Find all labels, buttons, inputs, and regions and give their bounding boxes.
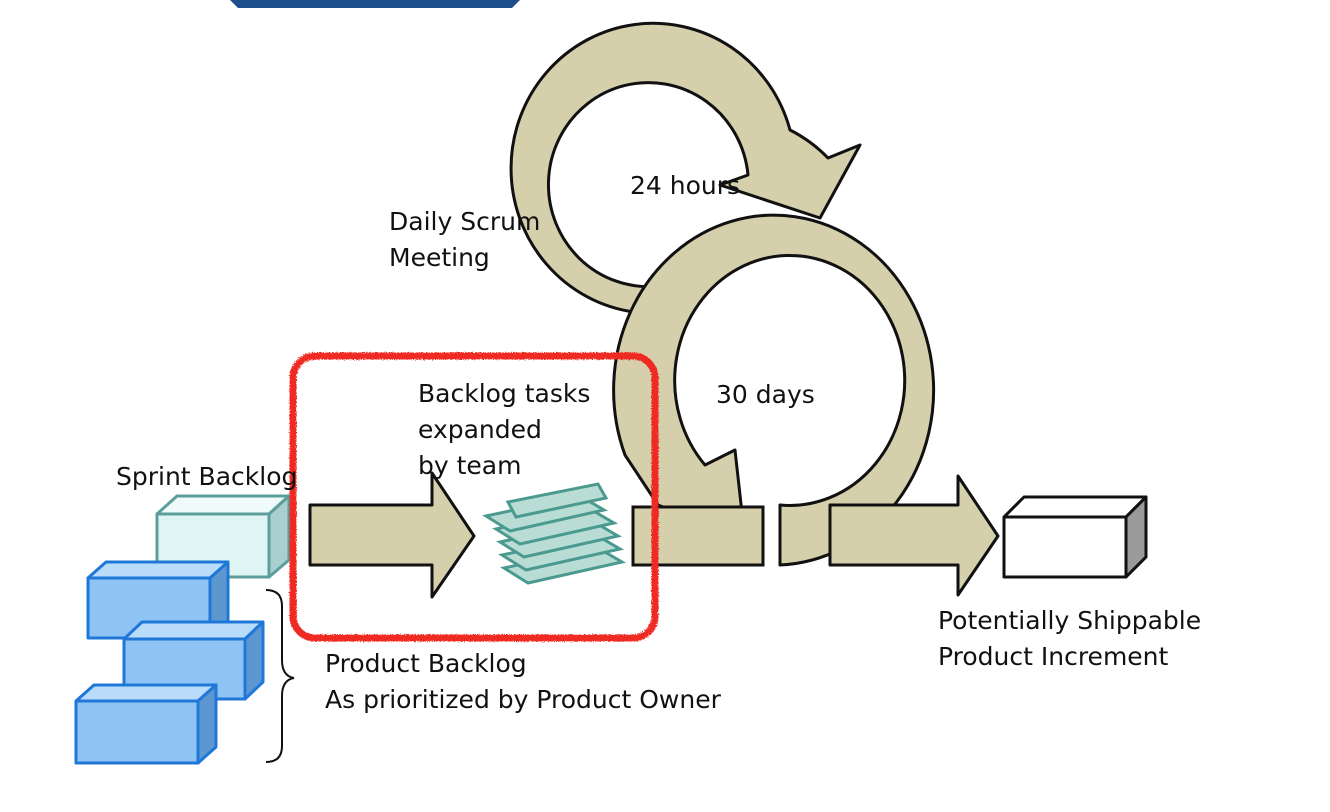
product-backlog-box-3 [74, 683, 218, 765]
sprint-backlog-label: Sprint Backlog [116, 462, 298, 491]
highlight-box [289, 352, 659, 642]
product-backlog-brace [265, 589, 295, 763]
days-label: 30 days [716, 380, 815, 409]
daily-scrum-label: Daily Scrum Meeting [389, 207, 541, 272]
tasks-label: Backlog tasks expanded by team [418, 379, 591, 480]
sprint-backlog-arrow [308, 471, 476, 599]
title-fragment [230, 0, 520, 8]
product-increment-box [1002, 495, 1148, 579]
increment-arrow [828, 474, 1000, 597]
product-increment-label: Potentially Shippable Product Increment [938, 606, 1202, 671]
product-backlog-label: Product Backlog As prioritized by Produc… [325, 649, 721, 714]
hours-label: 24 hours [630, 171, 741, 200]
sprint-loop-arrow [612, 213, 936, 567]
backlog-task-stack [482, 482, 627, 585]
